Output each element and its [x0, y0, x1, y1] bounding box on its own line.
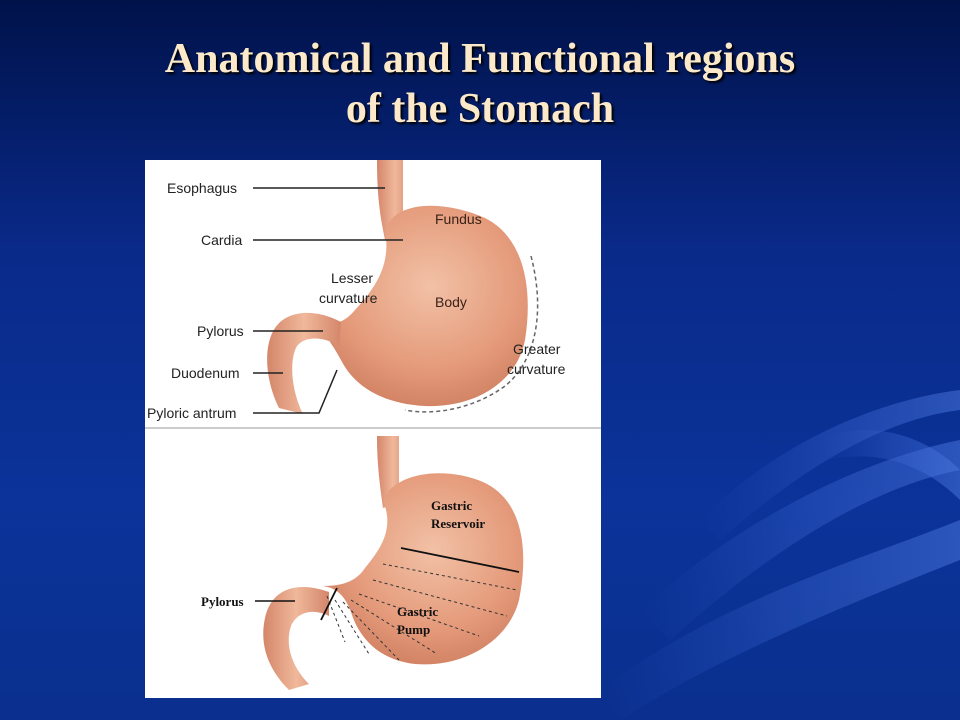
- label-pump-1: Gastric: [397, 604, 438, 619]
- label-duodenum: Duodenum: [171, 365, 240, 381]
- pyloric-antrum-leader: [253, 369, 338, 414]
- esophagus-tube-2: [377, 436, 409, 508]
- duodenum-tube-2: [263, 587, 329, 690]
- label-fundus: Fundus: [435, 211, 482, 227]
- stomach-shape: [311, 205, 528, 407]
- reservoir-boundary-line: [400, 547, 520, 573]
- label-pylorus-functional: Pylorus: [201, 594, 244, 609]
- slide-title: Anatomical and Functional regions of the…: [0, 34, 960, 134]
- pylorus-mark: [320, 587, 338, 621]
- label-greater-2: curvature: [507, 361, 566, 377]
- label-pump-2: Pump: [397, 622, 430, 637]
- label-lesser-1: Lesser: [331, 270, 373, 286]
- stomach-figure: Esophagus Cardia Lesser curvature Pyloru…: [145, 160, 601, 698]
- label-body: Body: [435, 294, 467, 310]
- label-lesser-2: curvature: [319, 290, 378, 306]
- label-greater-1: Greater: [513, 341, 561, 357]
- title-line-1: Anatomical and Functional regions: [164, 36, 796, 82]
- label-pyloric-antrum: Pyloric antrum: [147, 405, 236, 421]
- label-esophagus: Esophagus: [167, 180, 237, 196]
- title-line-2: of the Stomach: [345, 86, 615, 132]
- greater-curvature-dashed-line: [404, 255, 539, 413]
- label-reservoir-1: Gastric: [431, 498, 472, 513]
- label-pylorus: Pylorus: [197, 323, 244, 339]
- duodenum-tube: [267, 312, 341, 414]
- label-reservoir-2: Reservoir: [431, 516, 485, 531]
- functional-panel: Gastric Reservoir Gastric Pump Pylorus: [201, 436, 524, 690]
- label-cardia: Cardia: [201, 232, 242, 248]
- anatomical-panel: Esophagus Cardia Lesser curvature Pyloru…: [147, 160, 566, 421]
- stomach-diagrams: Esophagus Cardia Lesser curvature Pyloru…: [145, 160, 601, 690]
- stomach-shape-2: [323, 473, 524, 665]
